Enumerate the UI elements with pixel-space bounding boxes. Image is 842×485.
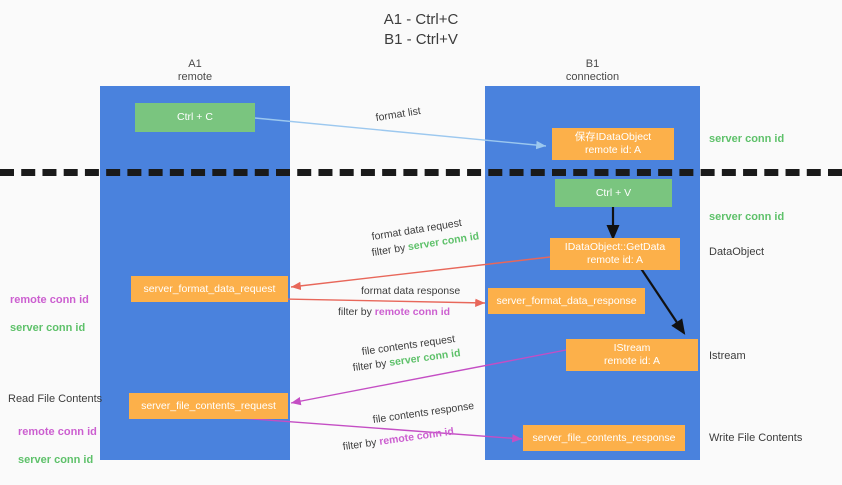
right-label-dataobject: DataObject xyxy=(709,246,765,258)
node-istream[interactable]: IStream remote id: A xyxy=(566,339,698,371)
edge-label-file-contents-response-filter: filter by remote conn id xyxy=(342,425,455,455)
diagram-title: A1 - Ctrl+C B1 - Ctrl+V xyxy=(383,11,459,48)
node-server-format-data-response[interactable]: server_format_data_response xyxy=(488,288,645,314)
right-label-server-conn-id-top: server conn id xyxy=(709,133,785,145)
node-server-file-contents-request[interactable]: server_file_contents_request xyxy=(129,393,288,419)
left-label-conn-ids-lower: remote conn id server conn id xyxy=(18,411,103,481)
filter-value-remote-conn-id: remote conn id xyxy=(374,306,451,318)
right-label-server-conn-id-mid: server conn id xyxy=(709,211,785,223)
node-server-format-data-request[interactable]: server_format_data_request xyxy=(131,276,288,302)
filter-prefix: filter by xyxy=(342,436,381,454)
node-save-idataobject[interactable]: 保存IDataObject remote id: A xyxy=(552,128,674,160)
node-server-file-contents-response[interactable]: server_file_contents_response xyxy=(523,425,685,451)
filter-prefix: filter by xyxy=(352,357,391,375)
edge-label-format-list: format list xyxy=(374,105,422,125)
left-label-conn-ids-upper: remote conn id server conn id xyxy=(10,279,95,349)
node-idataobject-getdata[interactable]: IDataObject::GetData remote id: A xyxy=(550,238,680,270)
filter-prefix: filter by xyxy=(338,306,375,318)
column-header-b1: B1 connection xyxy=(565,58,620,83)
left-label-remote-conn-id-lower: remote conn id xyxy=(18,426,97,438)
node-ctrl-v[interactable]: Ctrl + V xyxy=(555,179,672,207)
phase-divider-dashed-line xyxy=(0,169,842,176)
filter-value-remote-conn-id: remote conn id xyxy=(378,425,455,448)
left-label-remote-conn-id-upper: remote conn id xyxy=(10,294,89,306)
left-label-read-file-contents: Read File Contents xyxy=(8,393,103,405)
node-ctrl-c[interactable]: Ctrl + C xyxy=(135,103,255,132)
left-label-server-conn-id-upper: server conn id xyxy=(10,322,86,334)
edge-label-file-contents-response: file contents response xyxy=(372,399,475,427)
edge-label-format-data-response: format data response xyxy=(361,285,461,297)
left-label-server-conn-id-lower: server conn id xyxy=(18,454,94,466)
right-label-istream: Istream xyxy=(709,350,746,362)
edge-label-format-data-response-filter: filter by remote conn id xyxy=(338,305,450,320)
column-header-a1: A1 remote xyxy=(177,58,213,83)
right-label-write-file-contents: Write File Contents xyxy=(709,432,803,444)
